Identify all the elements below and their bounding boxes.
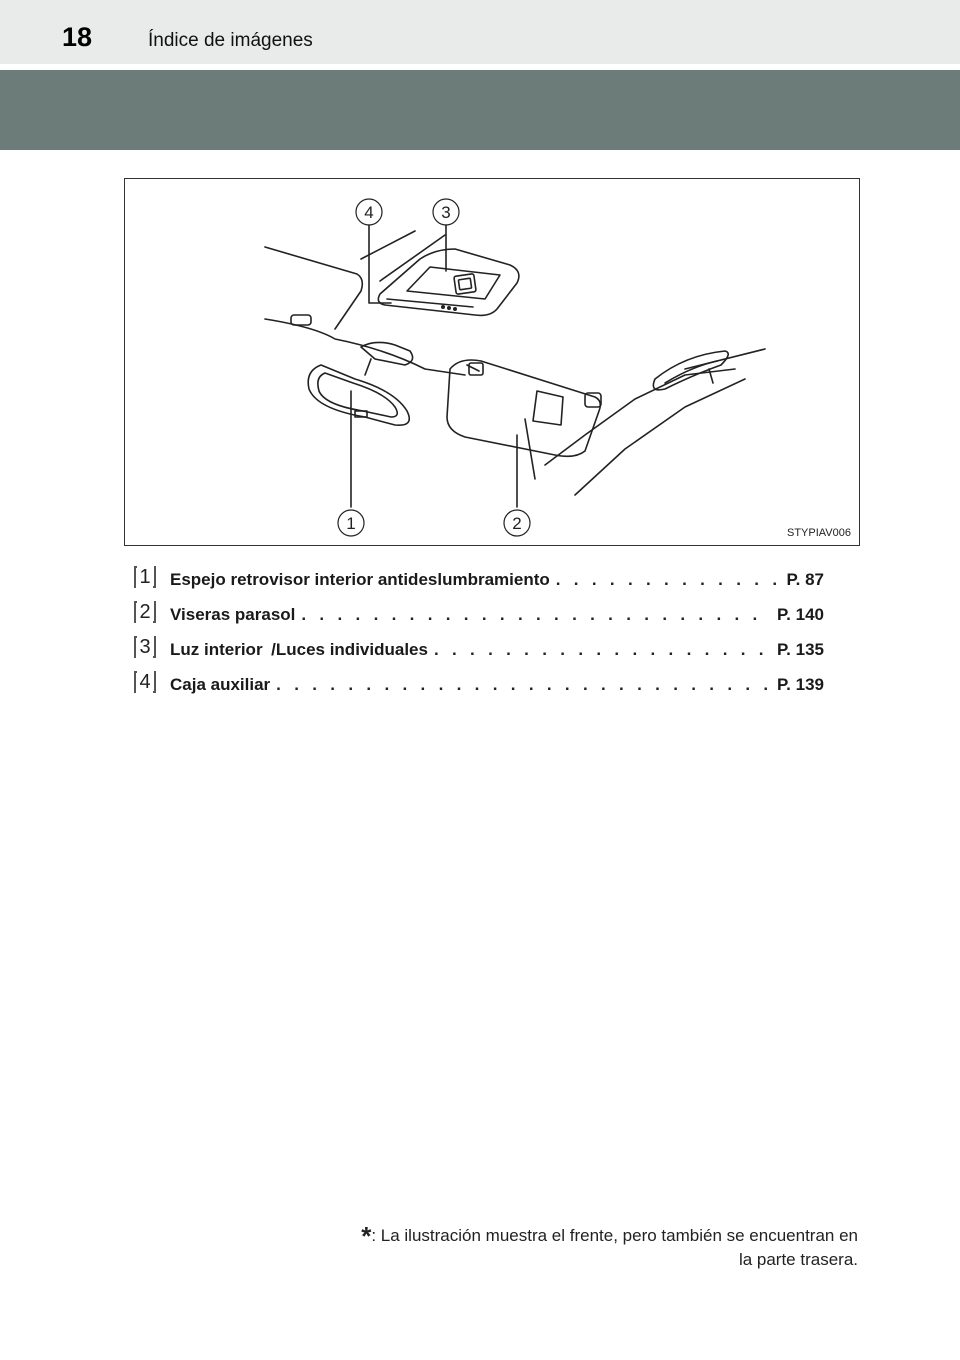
ceiling-drawing: 4 3 1 2 xyxy=(264,198,766,537)
a-pillar xyxy=(544,368,736,466)
header-strip: 18 Índice de imágenes xyxy=(0,0,960,64)
legend-entry[interactable]: Caja auxiliar . . . . . . . . . . . . . … xyxy=(170,675,824,697)
windshield-edge-line xyxy=(264,246,364,330)
door-frame xyxy=(684,348,766,370)
page-reference-link[interactable]: P. 87 xyxy=(786,570,824,589)
legend-entry[interactable]: Espejo retrovisor interior antideslumbra… xyxy=(170,570,824,592)
visor-clip xyxy=(290,314,312,326)
visor-hook xyxy=(584,392,602,408)
vanity-mirror xyxy=(532,390,564,426)
console-lamp-lens xyxy=(406,266,501,300)
grab-handle xyxy=(652,350,729,391)
item-label: Viseras parasol xyxy=(170,605,296,624)
figure-code: STYPIAV006 xyxy=(787,527,851,539)
page-reference-link[interactable]: P. 139 xyxy=(777,675,824,694)
page-reference-link[interactable]: P. 135 xyxy=(777,640,824,659)
item-number: 4 xyxy=(134,671,156,693)
rear-view-mirror xyxy=(307,364,411,427)
callout-leader xyxy=(368,224,392,304)
lamp-switch xyxy=(453,273,477,295)
callout-circle-1 xyxy=(337,509,365,537)
dot-leader: . . . . . . . . . . . . . . . . . . . . … xyxy=(555,570,781,589)
callout-label: 2 xyxy=(512,514,521,533)
footnote-asterisk: * xyxy=(361,1221,372,1251)
section-title: Índice de imágenes xyxy=(148,30,313,51)
page-number: 18 xyxy=(62,22,93,52)
console-lamp-lens xyxy=(386,298,474,308)
sun-visor xyxy=(446,359,602,458)
figure-legend: 1 Espejo retrovisor interior antideslumb… xyxy=(130,566,830,706)
sun-visor-clip xyxy=(468,362,484,376)
mirror-mount xyxy=(360,341,414,366)
legend-item: 3 Luz interior*/Luces individuales . . .… xyxy=(130,636,830,671)
callout-label: 1 xyxy=(346,514,355,533)
legend-item: 2 Viseras parasol . . . . . . . . . . . … xyxy=(130,601,830,636)
roof-line xyxy=(360,230,416,260)
legend-item: 1 Espejo retrovisor interior antideslumb… xyxy=(130,566,830,601)
footnote-line: la parte trasera. xyxy=(738,1250,858,1269)
legend-entry[interactable]: Luz interior*/Luces individuales . . . .… xyxy=(170,640,824,662)
legend-entry[interactable]: Viseras parasol . . . . . . . . . . . . … xyxy=(170,605,824,627)
item-number: 1 xyxy=(134,566,156,588)
item-label: Caja auxiliar xyxy=(170,675,271,694)
callout-circle-2 xyxy=(503,509,531,537)
header-band xyxy=(0,70,960,150)
lamp-dot xyxy=(452,307,457,312)
pillar-line xyxy=(524,418,536,480)
legend-item: 4 Caja auxiliar . . . . . . . . . . . . … xyxy=(130,671,830,706)
item-label: Espejo retrovisor interior antideslumbra… xyxy=(170,570,550,589)
callout-label: 3 xyxy=(441,203,450,222)
mirror-tab xyxy=(354,410,368,418)
headliner-line xyxy=(264,318,466,376)
rear-view-mirror-glass xyxy=(317,372,399,418)
item-label: Luz interior*/Luces individuales xyxy=(170,640,428,660)
footnote-line: *: La ilustración muestra el frente, per… xyxy=(361,1221,858,1251)
page-reference-link[interactable]: P. 140 xyxy=(777,605,824,624)
callout-circle-3 xyxy=(432,198,460,226)
item-number: 2 xyxy=(134,601,156,623)
roof-line xyxy=(379,234,446,282)
footnote: *: La ilustración muestra el frente, per… xyxy=(218,1220,858,1272)
dot-leader: . . . . . . . . . . . . . . . . . . . . … xyxy=(276,675,771,694)
asterisk-marker: * xyxy=(263,640,272,651)
lamp-dot xyxy=(446,306,451,311)
lamp-dot xyxy=(440,305,445,310)
lamp-switch xyxy=(457,277,473,291)
callout-circle-4 xyxy=(355,198,383,226)
callout-label: 4 xyxy=(364,203,373,222)
handle-inner xyxy=(708,368,714,384)
interior-illustration: 4 3 1 2 STYPIAV006 xyxy=(124,178,860,546)
dot-leader: . . . . . . . . . . . . . . . . . . . . … xyxy=(301,605,771,624)
item-number: 3 xyxy=(134,636,156,658)
dot-leader: . . . . . . . . . . . . . . . . . . . . … xyxy=(433,640,771,659)
handle-inner xyxy=(664,360,718,384)
a-pillar xyxy=(574,378,746,496)
mirror-stem xyxy=(364,358,372,376)
